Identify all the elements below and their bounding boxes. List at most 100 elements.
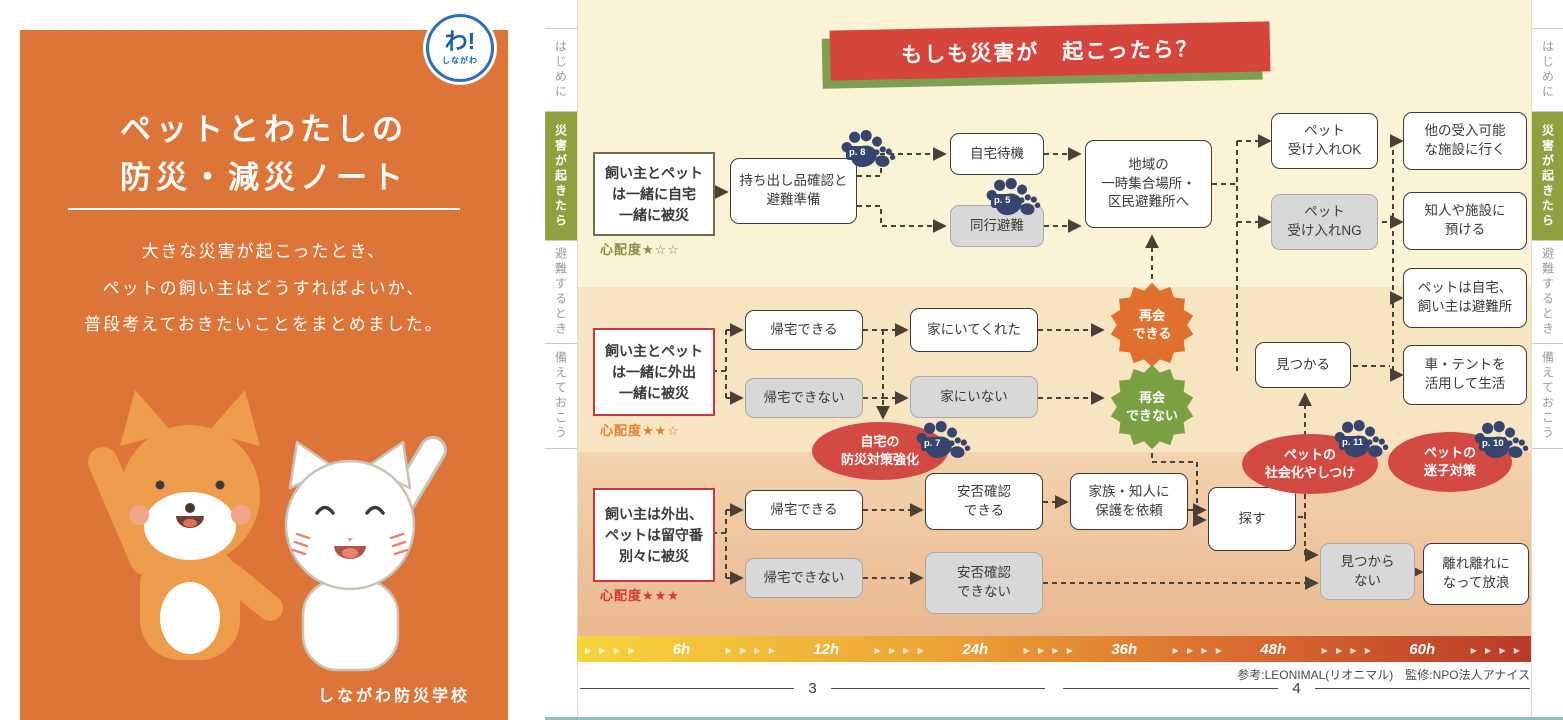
logo-shinagawa-text: しながわ (442, 56, 478, 65)
scenario-box-1: 飼い主とペット は一緒に自宅 一緒に被災 (593, 152, 715, 236)
page-ref-label-8: p. 8 (846, 146, 869, 161)
flow-background (577, 0, 1531, 636)
scenario-box-3: 飼い主は外出、 ペットは留守番 別々に被災 (593, 488, 715, 582)
cover-title-line2: 防災・減災ノート (120, 160, 408, 196)
timeline-label-12h: 12h (813, 640, 840, 658)
chevron-decoration (875, 640, 927, 658)
row2-background (577, 287, 1531, 452)
tab-be-prepared: 備えておこう (1532, 344, 1563, 449)
node-pet-found: 見つかる (1255, 342, 1351, 388)
chevron-decoration (1173, 640, 1225, 658)
node-pets-accepted: ペット 受け入れOK (1271, 113, 1378, 169)
logo-wa-text: わ! (444, 28, 476, 54)
cover-page: わ! しながわ ペットとわたしの 防災・減災ノート 大きな災害が起こったとき、 … (20, 14, 508, 720)
page-ref-label-10: p. 10 (1479, 437, 1507, 452)
node-safety-not-confirmed: 安否確認 できない (925, 552, 1043, 614)
timeline-label-36h: 36h (1111, 640, 1138, 658)
subtitle-line3: 普段考えておきたいことをまとめました。 (84, 315, 444, 335)
node-search-for-pet: 探す (1208, 487, 1296, 551)
tab-when-evacuating-label: 避難するとき (1540, 247, 1555, 337)
burst-can-reunite-label: 再会 できる (1132, 308, 1172, 341)
tab-when-evacuating-label: 避難するとき (553, 247, 568, 337)
tab-when-evacuating: 避難するとき (545, 241, 577, 344)
cover-title: ペットとわたしの 防災・減災ノート (20, 106, 508, 202)
paw-page-ref-5: p. 5 (985, 174, 1041, 222)
node-safety-confirmed: 安否確認 できる (925, 473, 1043, 530)
node-evacuate-with-pet: 同行避難 (950, 205, 1044, 247)
left-tab-column: はじめに 災害が起きたら 避難するとき 備えておこう (545, 0, 578, 720)
chevron-decoration (1471, 640, 1523, 658)
tab-when-disaster-strikes-label: 災害が起きたら (1540, 123, 1555, 229)
page-number-4-label: 4 (1292, 680, 1301, 697)
node-prep-supplies: 持ち出し品確認と 避難準備 (730, 158, 857, 224)
cover-title-line1: ペットとわたしの (120, 112, 408, 147)
worry-level-3: 心配度★★★ (600, 588, 680, 603)
shinagawa-logo: わ! しながわ (426, 14, 494, 82)
node-cannot-return-home-3: 帰宅できない (745, 558, 863, 598)
node-live-in-car-tent: 車・テントを 活用して生活 (1403, 345, 1527, 405)
page-number-3: 3 (580, 680, 1045, 697)
node-can-return-home-2: 帰宅できる (745, 310, 863, 350)
paw-page-ref-7: p. 7 (915, 417, 971, 465)
node-other-facility: 他の受入可能 な施設に行く (1403, 112, 1527, 170)
banner-title: もしも災害が 起こったら？ (901, 37, 1200, 68)
right-tab-column: はじめに 災害が起きたら 避難するとき 備えておこう (1531, 0, 1563, 720)
tab-introduction-label: はじめに (1540, 40, 1555, 100)
chevron-decoration (1322, 640, 1374, 658)
ellipse-pet-socialization: ペットの 社会化やしつけ (1242, 434, 1378, 494)
subtitle-line2: ペットの飼い主はどうすればよいか、 (102, 278, 426, 298)
paw-page-ref-8: p. 8 (840, 126, 896, 174)
node-can-return-home-3: 帰宅できる (745, 490, 863, 530)
chevron-decoration (726, 640, 778, 658)
node-separated-wandering: 離れ離れに なって放浪 (1423, 543, 1529, 605)
tab-introduction: はじめに (1532, 28, 1563, 112)
dog-cat-illustration (88, 390, 447, 672)
tab-when-disaster-strikes: 災害が起きたら (1532, 112, 1563, 241)
tab-introduction-label: はじめに (553, 40, 568, 100)
node-local-shelter: 地域の 一時集合場所・ 区民避難所へ (1085, 140, 1212, 228)
page-ref-label-5: p. 5 (991, 194, 1014, 209)
tab-be-prepared-label: 備えておこう (1540, 351, 1555, 441)
node-pet-not-home: 家にいない (910, 376, 1038, 418)
worry-level-1: 心配度★☆☆ (600, 242, 680, 257)
tab-when-disaster-strikes: 災害が起きたら (545, 112, 577, 241)
title-divider (68, 208, 460, 210)
paw-page-ref-11: p. 11 (1333, 416, 1389, 464)
page-ref-label-7: p. 7 (921, 437, 944, 452)
tab-be-prepared-label: 備えておこう (553, 351, 568, 441)
page-ref-label-11: p. 11 (1339, 436, 1367, 451)
burst-cannot-reunite-label: 再会 できない (1125, 390, 1178, 423)
paw-page-ref-10: p. 10 (1473, 417, 1529, 465)
worry-level-2: 心配度★★☆ (600, 423, 680, 438)
elapsed-time-bar: 6h 12h 24h 36h 48h 60h (577, 636, 1531, 662)
page-edge-accent (545, 717, 1563, 720)
node-stay-at-home: 自宅待機 (950, 133, 1044, 175)
page-number-3-label: 3 (808, 680, 817, 697)
cover-subtitle: 大きな災害が起こったとき、 ペットの飼い主はどうすればよいか、 普段考えておきた… (20, 234, 508, 344)
node-ask-family-for-protection: 家族・知人に 保護を依頼 (1070, 473, 1188, 530)
timeline-label-24h: 24h (962, 640, 989, 658)
node-entrust-to-acquaintance: 知人や施設に 預ける (1403, 192, 1527, 250)
tab-introduction: はじめに (545, 28, 577, 112)
timeline-label-48h: 48h (1260, 640, 1287, 658)
node-pet-home-owner-shelter: ペットは自宅、 飼い主は避難所 (1403, 268, 1527, 328)
tab-when-evacuating: 避難するとき (1532, 241, 1563, 344)
node-cannot-return-home-2: 帰宅できない (745, 378, 863, 418)
timeline-label-6h: 6h (672, 640, 691, 658)
title-banner: もしも災害が 起こったら？ (829, 21, 1271, 81)
cover-footer-text: しながわ防災学校 (317, 688, 470, 705)
node-pets-not-accepted: ペット 受け入れNG (1271, 194, 1378, 250)
tab-be-prepared: 備えておこう (545, 344, 577, 449)
flowchart-page: はじめに 災害が起きたら 避難するとき 備えておこう はじめに 災害が起きたら … (545, 0, 1563, 720)
burst-cannot-reunite: 再会 できない (1108, 363, 1196, 451)
chevron-decoration (585, 640, 637, 658)
chevron-decoration (1024, 640, 1076, 658)
reference-credit: 参考:LEONIMAL(リオニマル) 監修:NPO法人アナイス (1237, 668, 1530, 682)
burst-can-reunite: 再会 できる (1108, 281, 1196, 369)
subtitle-line1: 大きな災害が起こったとき、 (141, 242, 387, 261)
node-pet-was-home: 家にいてくれた (910, 308, 1038, 352)
scenario-box-2: 飼い主とペット は一緒に外出 一緒に被災 (593, 328, 715, 416)
tab-when-disaster-strikes-label: 災害が起きたら (553, 123, 568, 229)
node-pet-not-found: 見つから ない (1320, 543, 1415, 600)
page-number-4: 4 (1063, 680, 1530, 697)
